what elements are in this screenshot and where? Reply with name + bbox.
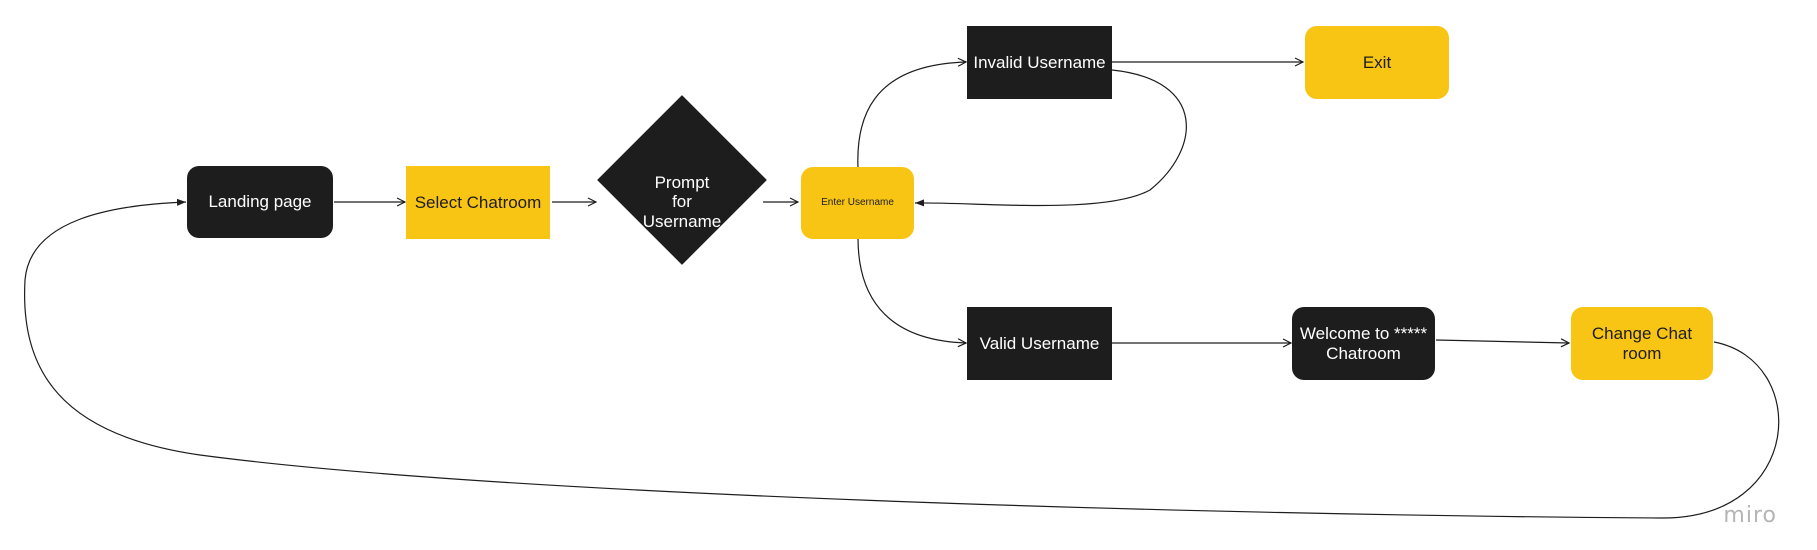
node-select-chatroom[interactable]: Select Chatroom — [406, 166, 550, 239]
node-valid-username[interactable]: Valid Username — [967, 307, 1112, 380]
edge-change-to-landing — [23, 198, 1780, 519]
edge-enter-to-invalid — [857, 62, 966, 169]
node-exit[interactable]: Exit — [1305, 26, 1449, 99]
node-select-chatroom-label: Select Chatroom — [414, 192, 542, 212]
node-invalid-username-label: Invalid Username — [973, 52, 1106, 72]
node-invalid-username[interactable]: Invalid Username — [967, 26, 1112, 99]
node-welcome-chatroom-label: Welcome to ***** Chatroom — [1299, 323, 1428, 363]
miro-watermark: miro — [1723, 503, 1777, 528]
edge-enter-to-valid — [857, 237, 966, 343]
node-change-chat-room[interactable]: Change Chat room — [1571, 307, 1713, 380]
node-valid-username-label: Valid Username — [979, 333, 1100, 353]
node-landing-page[interactable]: Landing page — [187, 166, 333, 238]
node-welcome-chatroom[interactable]: Welcome to ***** Chatroom — [1292, 307, 1435, 380]
edge-invalid-to-enter — [914, 69, 1187, 207]
node-landing-page-label: Landing page — [208, 192, 312, 212]
node-exit-label: Exit — [1362, 52, 1392, 72]
node-change-chat-room-label: Change Chat room — [1591, 323, 1693, 363]
node-enter-username-label: Enter Username — [821, 197, 894, 209]
node-prompt-username-label: Prompt for Username — [642, 172, 722, 231]
node-enter-username[interactable]: Enter Username — [801, 167, 914, 239]
edge-welcome-to-change — [1435, 340, 1569, 343]
